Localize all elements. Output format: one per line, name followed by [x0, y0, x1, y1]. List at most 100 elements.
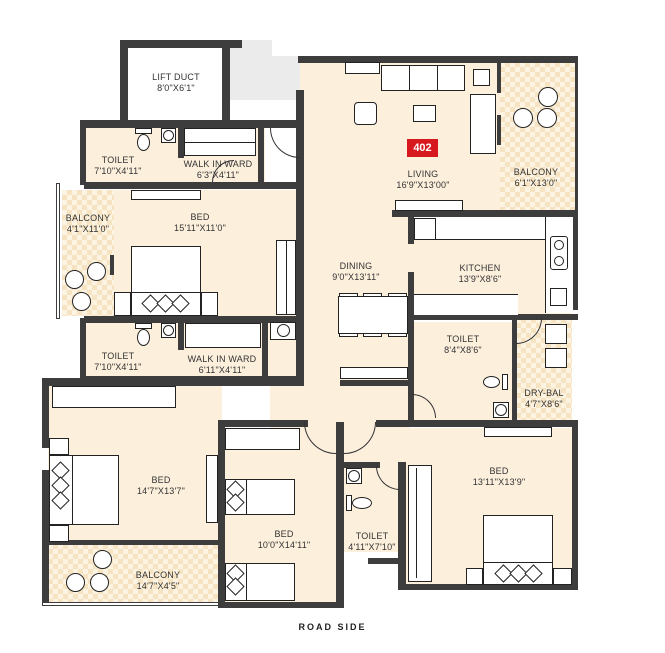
crockery-unit [340, 367, 408, 379]
bedside-table [49, 525, 69, 542]
wall [84, 182, 304, 189]
room-label-balcony-bottom: BALCONY 14'7"X4'5" [136, 570, 180, 592]
room-name: DRY-BAL [524, 388, 564, 398]
lift-lobby-lower [228, 56, 300, 100]
pillow-line [72, 455, 73, 525]
wall [110, 255, 114, 275]
room-label-dry-bal: DRY-BAL 4'7"X8'6" [524, 388, 563, 410]
wall [412, 314, 578, 320]
wall [80, 120, 86, 185]
wall [298, 56, 578, 63]
wardrobe-divider [286, 240, 287, 315]
wall [512, 318, 517, 424]
washbasin-bowl [163, 325, 174, 336]
room-size: 6'1"X13'0" [514, 178, 558, 188]
dining-chair [363, 293, 382, 297]
balcony-chair [87, 262, 106, 281]
wall [376, 420, 576, 427]
room-size: 8'4"X8'6" [444, 345, 482, 355]
balcony-chair [72, 292, 91, 311]
wall [262, 322, 268, 382]
toilet-bowl [352, 497, 372, 509]
room-label-bed-right: BED 13'11"X13'9" [473, 466, 526, 488]
shelf [484, 427, 552, 437]
room-label-toilet-mid: TOILET 7'10"X4'11" [94, 351, 141, 373]
pillow-line [246, 479, 247, 515]
wall [368, 558, 402, 564]
wall [572, 420, 578, 590]
room-size: 13'11"X13'9" [472, 477, 526, 487]
balcony-bottom-floor [48, 544, 218, 602]
room-size: 4'1"X11'0" [66, 224, 110, 234]
sofa-divider [409, 65, 410, 91]
room-size: 9'0"X13'11" [332, 272, 380, 282]
wall [42, 378, 302, 386]
wall [336, 422, 344, 608]
tv-unit [395, 200, 463, 211]
armchair [354, 102, 377, 125]
washbasin-bowl [495, 404, 507, 416]
washbasin-bowl [348, 470, 360, 482]
room-size: 4'11"X7'10" [348, 542, 396, 552]
dining-chair [388, 293, 407, 297]
balcony-chair [66, 573, 85, 592]
room-label-dining: DINING 9'0"X13'11" [332, 261, 379, 283]
road-side-label: ROAD SIDE [298, 622, 367, 632]
dining-chair [363, 333, 382, 337]
wall [575, 56, 578, 211]
toilet-cistern [135, 128, 152, 134]
wall [42, 378, 49, 448]
side-table [473, 69, 490, 86]
wardrobe-shelf [184, 142, 256, 143]
study-desk [206, 455, 218, 523]
wall [400, 584, 578, 590]
room-label-toilet-kitchen: TOILET 8'4"X8'6" [444, 334, 482, 356]
wall [340, 380, 412, 386]
washbasin-bowl [163, 130, 174, 141]
room-size: 10'0"X14'11" [257, 540, 311, 550]
room-name: BALCONY [513, 167, 559, 177]
wardrobe [408, 465, 432, 582]
burner [554, 240, 564, 250]
wall [344, 462, 380, 468]
room-label-kitchen: KITCHEN 13'9"X8'6" [459, 263, 502, 285]
balcony-chair [538, 87, 558, 107]
pillow-line [131, 292, 201, 293]
room-size: 7'10"X4'11" [94, 362, 142, 372]
coffee-table [413, 105, 436, 122]
room-size: 6'3"X4'11" [196, 170, 240, 180]
toilet-cistern [346, 495, 352, 511]
washing-machine [545, 348, 567, 368]
room-label-bed-center: BED 10'0"X14'11" [258, 529, 311, 551]
balcony-living-floor [500, 62, 576, 212]
room-label-walkin-mid: WALK IN WARD 6'11"X4'11" [188, 354, 257, 376]
room-name: TOILET [101, 351, 135, 361]
toilet-bowl [137, 329, 150, 346]
pillow-line [483, 562, 553, 563]
wall [270, 376, 304, 384]
room-label-bed-left: BED 14'7"X13'7" [137, 475, 185, 497]
room-label-balcony-living: BALCONY 6'1"X13'0" [514, 167, 558, 189]
bedside-table [201, 292, 218, 316]
room-label-toilet-bottom: TOILET 4'11"X7'10" [348, 531, 395, 553]
wall [56, 183, 60, 319]
balcony-chair [93, 550, 112, 569]
room-name: BED [489, 466, 509, 476]
room-size: 14'7"X13'7" [136, 486, 186, 496]
room-size: 4'7"X8'6" [525, 399, 563, 409]
wall [84, 316, 304, 323]
wall [392, 210, 578, 217]
wardrobe-divider [416, 468, 417, 578]
wardrobe [225, 428, 300, 450]
toilet-cistern [135, 323, 152, 329]
wall [572, 214, 578, 310]
toilet-bowl [137, 134, 150, 151]
room-label-lift-duct: LIFT DUCT 8'0"X6'1" [152, 72, 200, 94]
unit-number-badge: 402 [407, 139, 438, 157]
room-name: TOILET [101, 155, 135, 165]
wall [120, 40, 128, 126]
kitchen-counter-bottom [414, 294, 518, 315]
room-size: 16'9"X13'00" [396, 180, 450, 190]
balcony-chair [65, 270, 84, 289]
dining-chair [339, 333, 358, 337]
